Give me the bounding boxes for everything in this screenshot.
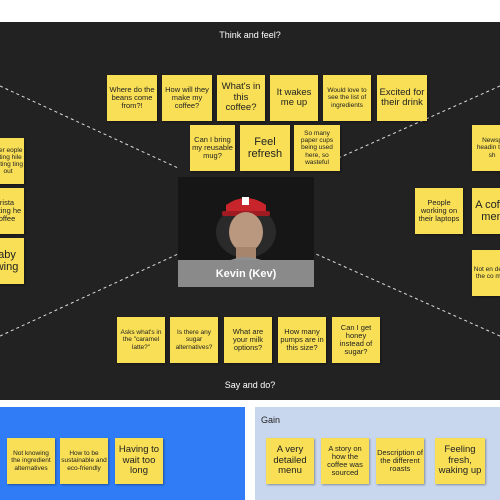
sticky-note[interactable]: A story on how the coffee was sourced — [321, 438, 369, 484]
think-and-feel-heading: Think and feel? — [219, 30, 281, 40]
sticky-note[interactable]: A very detailed menu — [266, 438, 314, 484]
sticky-note[interactable]: Would love to see the list of ingredient… — [323, 75, 371, 121]
sticky-note[interactable]: What's in this coffee? — [217, 75, 265, 121]
sticky-note[interactable]: How many pumps are in this size? — [278, 317, 326, 363]
gain-panel-title: Gain — [261, 415, 281, 425]
sticky-note[interactable]: Feel refresh — [240, 125, 290, 171]
persona-name: Kevin (Kev) — [178, 260, 314, 287]
sticky-note[interactable]: Excited for their drink — [377, 75, 427, 121]
sticky-note[interactable]: Where do the beans come from?! — [107, 75, 157, 121]
sticky-note[interactable]: Newsp headin the sh — [472, 125, 500, 171]
sticky-note[interactable]: Asks what's in the "caramel latte?" — [117, 317, 165, 363]
sticky-note[interactable]: So many paper cups being used here, so w… — [294, 125, 340, 171]
sticky-note[interactable]: Description of the different roasts — [376, 438, 424, 484]
sticky-note[interactable]: People working on their laptops — [415, 188, 463, 234]
sticky-note[interactable]: It wakes me up — [270, 75, 318, 121]
sticky-note[interactable]: How to be sustainable and eco-friendly — [60, 438, 108, 484]
sticky-note[interactable]: Feeling fresh, waking up — [435, 438, 485, 484]
say-and-do-heading: Say and do? — [224, 380, 276, 390]
sticky-note[interactable]: What are your milk options? — [224, 317, 272, 363]
pain-panel: Not knowing the ingredient alternatives … — [0, 407, 245, 500]
sticky-note[interactable]: aby wing — [0, 238, 24, 284]
sticky-note[interactable]: Having to wait too long — [115, 438, 163, 484]
persona-photo: Kevin (Kev) — [178, 177, 314, 287]
sticky-note[interactable]: rista aking he offee — [0, 188, 24, 234]
sticky-note[interactable]: Can I bring my reusable mug? — [190, 125, 235, 171]
sticky-note[interactable]: Can I get honey instead of sugar? — [332, 317, 380, 363]
quadrant-divider-lines — [0, 85, 500, 337]
sticky-note[interactable]: A coffe men — [472, 188, 500, 234]
sticky-note[interactable]: ther eople aiting hile eating ting out — [0, 138, 24, 184]
sticky-note[interactable]: Not knowing the ingredient alternatives — [7, 438, 55, 484]
sticky-note[interactable]: How will they make my coffee? — [162, 75, 212, 121]
empathy-map-board: Think and feel? Where do the beans come … — [0, 22, 500, 400]
sticky-note[interactable]: Is there any sugar alternatives? — [170, 317, 218, 363]
sticky-note[interactable]: Not en detail the co men — [472, 250, 500, 296]
gain-panel: Gain A very detailed menu A story on how… — [255, 407, 500, 500]
